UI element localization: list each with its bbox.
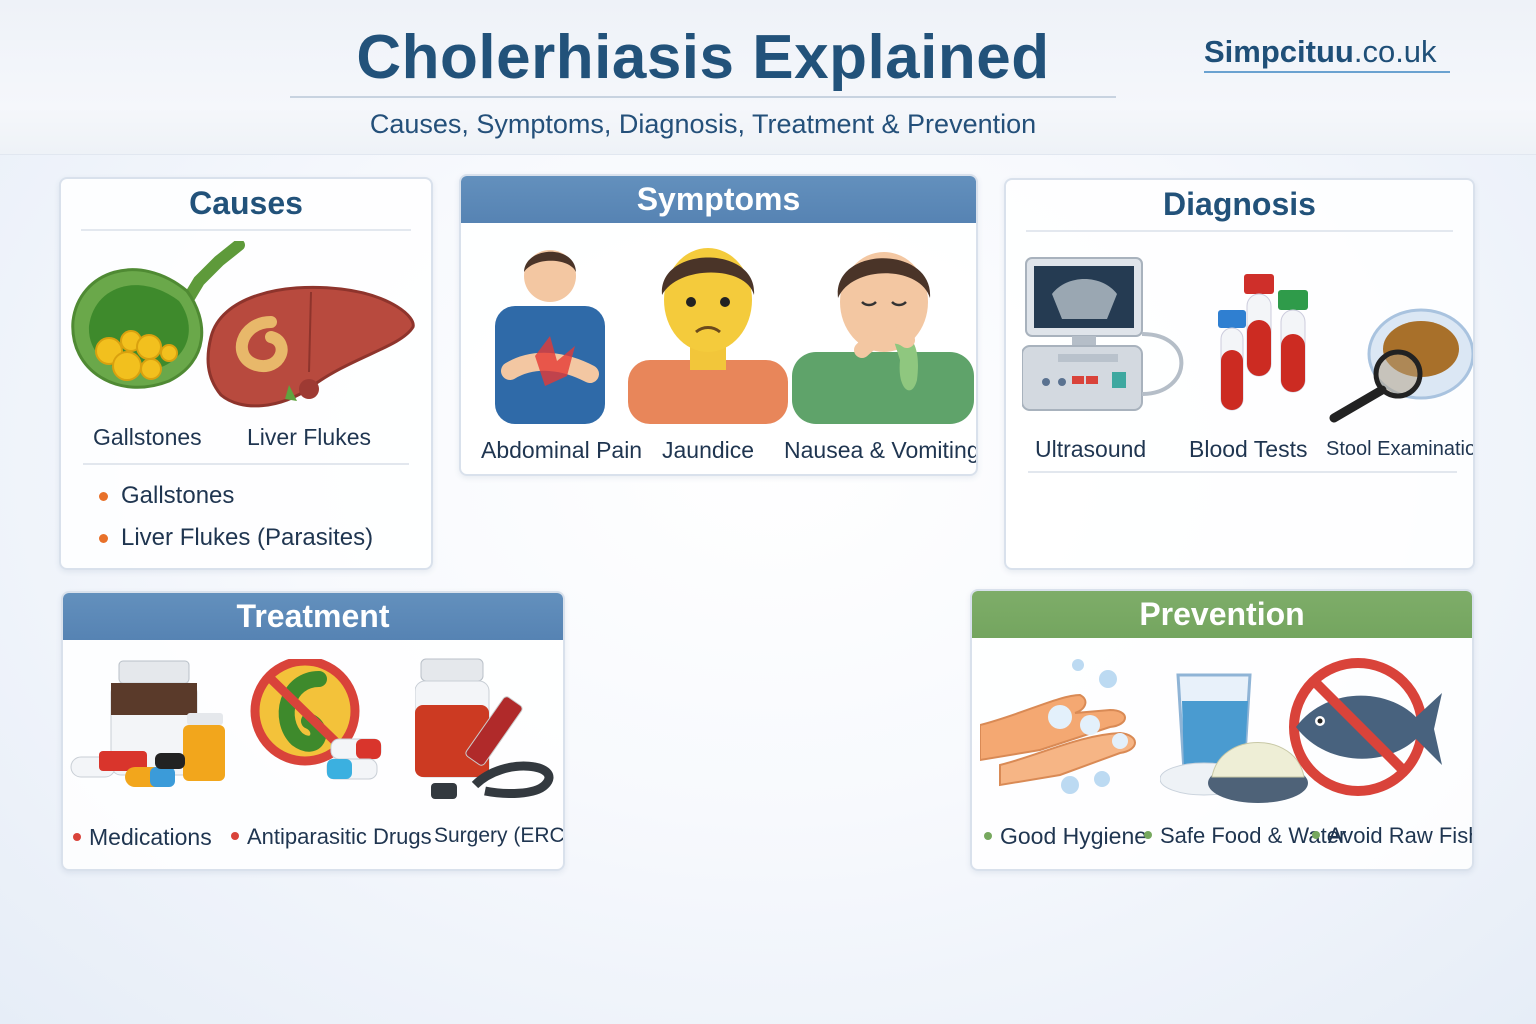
symptoms-card: Symptoms Abdominal Pain Jaundice Nausea … [459, 174, 978, 476]
brand-tld: .co.uk [1353, 34, 1437, 69]
title-divider [290, 96, 1116, 98]
bullet-dot-icon [231, 832, 239, 841]
gallbladder-with-stones-icon [71, 241, 245, 389]
brand-underline [1204, 71, 1450, 73]
bullet-dot-icon [1312, 831, 1320, 840]
bullet-dot-icon [984, 831, 992, 840]
cause-label-liver-flukes: Liver Flukes [247, 424, 371, 450]
symptom-label-abdominal-pain: Abdominal Pain [481, 437, 643, 463]
bullet-dot-icon [1144, 831, 1152, 840]
page-subtitle: Causes, Symptoms, Diagnosis, Treatment &… [369, 109, 1037, 139]
cause-label-gallstones: Gallstones [93, 424, 202, 450]
diagnosis-label-stool-exam: Stool Examination [1326, 438, 1475, 460]
prevention-label-raw-fish: Avoid Raw Fish [1312, 823, 1472, 849]
header-band [0, 0, 1536, 155]
cause-bullet: Liver Flukes (Parasites) [99, 524, 373, 552]
nausea-person-icon [792, 252, 974, 424]
no-raw-fish-icon [1289, 658, 1442, 796]
prevention-card: Prevention Good Hygiene Safe Food & Wate… [970, 589, 1474, 871]
treatment-label-antiparasitic: Antiparasitic Drugs [231, 824, 432, 850]
treatment-card: Treatment Medications Antiparasitic Drug… [61, 591, 565, 871]
water-glass-food-icon [1160, 673, 1308, 803]
no-parasite-icon [250, 659, 382, 780]
diagnosis-title: Diagnosis [1026, 186, 1453, 232]
symptoms-title: Symptoms [461, 176, 976, 223]
causes-divider [83, 463, 409, 465]
diagnosis-label-ultrasound: Ultrasound [1035, 436, 1147, 462]
causes-bullet-list: Gallstones Liver Flukes (Parasites) [99, 482, 373, 566]
brand-name: Simpcituu [1204, 34, 1354, 69]
bullet-dot-icon [99, 534, 108, 543]
symptom-label-jaundice: Jaundice [662, 437, 755, 463]
causes-card: Causes Gallstones Liver Flukes Gallstone… [59, 177, 433, 570]
page-title: Cholerhiasis Explained [356, 23, 1050, 92]
liver-with-fluke-icon [206, 285, 415, 408]
diagnosis-label-blood-tests: Blood Tests [1189, 436, 1308, 462]
causes-title: Causes [81, 185, 411, 231]
treatment-title: Treatment [63, 593, 563, 640]
hand-washing-icon [980, 659, 1136, 794]
diagnosis-card: Diagnosis Ultrasound Blood Tests Stool E… [1004, 178, 1475, 570]
ultrasound-machine-icon [1022, 257, 1184, 411]
jaundice-person-icon [628, 248, 788, 424]
symptom-label-nausea: Nausea & Vomiting [784, 437, 978, 463]
surgery-ercp-icon [415, 658, 554, 799]
stool-magnifier-icon [1329, 308, 1473, 423]
abdominal-pain-person-icon [495, 250, 605, 424]
bullet-dot-icon [99, 492, 108, 501]
prevention-title: Prevention [972, 591, 1472, 638]
blood-test-tubes-icon [1218, 274, 1308, 411]
bullet-dot-icon [73, 832, 81, 841]
brand-logo[interactable]: Simpcituu.co.uk [1204, 34, 1437, 70]
prevention-label-hygiene: Good Hygiene [984, 823, 1147, 850]
treatment-label-medications: Medications [73, 824, 212, 851]
cause-bullet: Gallstones [99, 482, 373, 510]
pills-bottles-icon [70, 660, 225, 787]
diagnosis-divider [1028, 471, 1457, 473]
